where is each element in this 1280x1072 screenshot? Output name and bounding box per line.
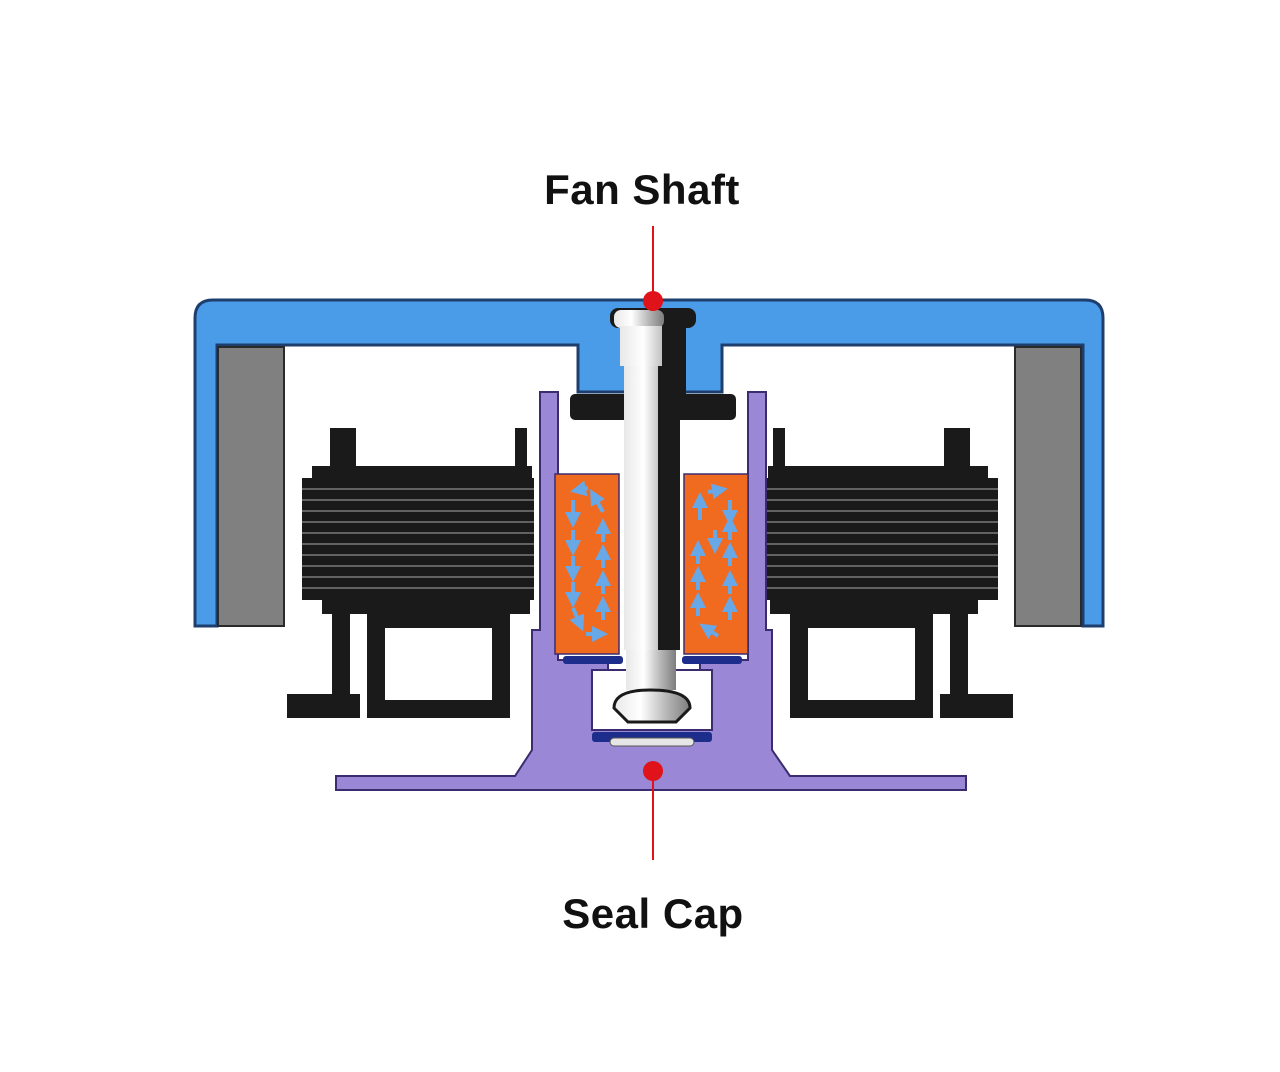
callout-dot-bottom [643, 761, 663, 781]
seal-cap [592, 732, 712, 747]
seal-cap-label: Seal Cap [562, 890, 744, 937]
arrow-icon [569, 607, 585, 632]
oil-flow-left [565, 480, 611, 642]
fan-shaft-label: Fan Shaft [544, 166, 740, 213]
arrow-icon [707, 483, 728, 500]
magnet-right [1014, 346, 1082, 627]
oil-flow-right [690, 483, 738, 640]
stator-right [766, 428, 1013, 718]
oil-bearing-right [683, 473, 749, 655]
stator-left [287, 428, 534, 718]
arrow-icon [570, 480, 589, 497]
arrow-icon [590, 489, 605, 513]
arrow-icon [699, 623, 720, 640]
washer-right [682, 656, 742, 664]
callout-dot-top [643, 291, 663, 311]
oil-bearing-left [554, 473, 620, 655]
washer-left [563, 656, 623, 664]
fan-shaft [610, 308, 696, 724]
magnet-left [217, 346, 285, 627]
